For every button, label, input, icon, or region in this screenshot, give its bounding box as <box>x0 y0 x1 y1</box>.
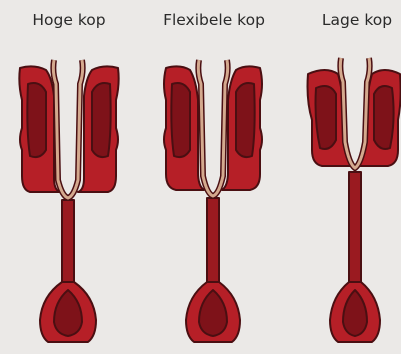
flexible-head-valve <box>164 66 262 342</box>
low-head-cavity-right <box>374 86 394 149</box>
low-head-valve <box>308 70 401 342</box>
high-head-cavity-right <box>92 83 111 157</box>
flexible-head-cavity-left <box>171 83 190 157</box>
low-head-stem <box>349 172 361 282</box>
low-head-cavity-left <box>316 86 337 149</box>
flexible-head-cavity-right <box>236 83 255 157</box>
high-head-stem <box>62 200 74 282</box>
high-head-cavity-left <box>27 83 46 157</box>
flexible-head-stem <box>207 198 219 282</box>
high-head-valve <box>19 66 118 342</box>
